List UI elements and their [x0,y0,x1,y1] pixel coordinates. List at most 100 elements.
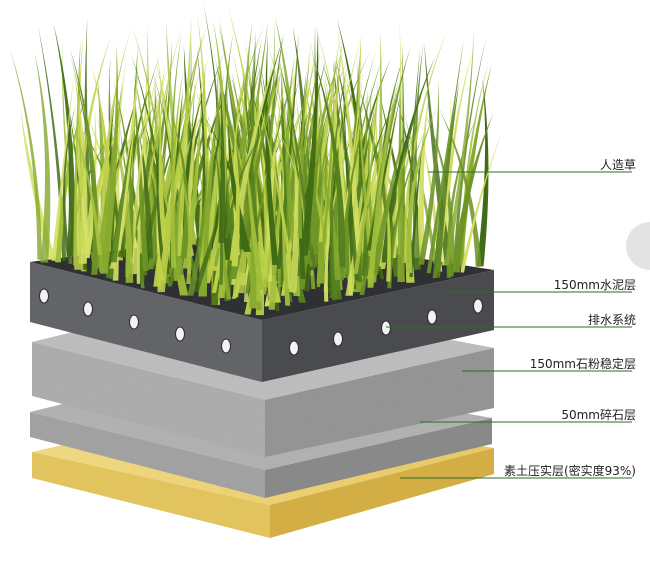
grass-blade [297,53,311,239]
grass-blade [341,127,362,250]
grass-blade [153,105,207,287]
grass-blade [370,128,405,275]
grass-blade [409,131,424,278]
grass-blade [300,28,319,256]
grass-blade [476,79,489,267]
grass-blade [74,35,112,270]
drainage-holes [39,288,483,356]
grass-blade [446,115,478,278]
grass-blade [324,157,346,302]
grass-blade [310,98,332,245]
grass-blade [9,48,43,260]
grass-blade [343,65,357,289]
grass-blade [379,146,391,282]
grass-blade [62,103,77,260]
grass-blade [313,58,346,268]
grass-blade [351,72,383,257]
grass-blade [244,138,265,291]
grass-blade [182,103,202,269]
grass-blade [218,82,226,243]
grass-blade [174,152,225,280]
grass-blade [281,104,287,254]
drainage-hole [221,338,231,354]
grass-blade [248,109,286,288]
grass-blade [53,23,76,257]
grass-blade [277,144,297,303]
grass-blade [255,87,297,294]
label-cement: 150mm水泥层 [553,278,636,292]
grass-blade [211,121,224,285]
grass-blade [397,78,405,283]
drainage-hole [427,309,437,325]
grass-blade [358,132,369,276]
grass-blade [156,134,167,273]
grass-blade [173,17,192,257]
grass-blade [387,129,426,289]
grass-blade [158,100,168,249]
drainage-hole [289,340,299,356]
grass-blade [231,132,240,267]
grass-blade [183,44,209,270]
grass-blade [367,77,400,288]
grass-blade [110,130,134,263]
grass-blade [432,80,460,278]
grass-blade [268,139,290,310]
grass-blade [367,81,377,264]
grass-blade [236,55,288,294]
grass-blade [170,113,189,259]
grass-blade [99,44,119,274]
drainage-hole [381,320,391,336]
grass-blade [69,48,99,275]
leader-lines [386,171,632,479]
label-turf: 人造草 [599,158,636,172]
grass-blade [212,65,219,239]
grass-blade [224,117,272,238]
grass-blade [316,52,335,288]
grass-blade [452,113,494,273]
label-stone-powder: 150mm石粉稳定层 [529,357,636,371]
grass-blade [460,130,503,273]
grass-blade [173,148,192,284]
grass-blade [328,107,345,294]
grass-blade [73,37,81,266]
label-gravel: 50mm碎石层 [561,408,636,422]
grass-blade [438,107,482,267]
label-drainage: 排水系统 [587,313,636,327]
grass-blade [309,139,322,267]
grass-blade [73,69,88,264]
grass-blade [170,68,184,268]
grass-blade [229,47,281,261]
grass-blade [133,81,149,271]
grass-blade [381,94,423,263]
grass-blade [281,176,291,306]
grass-blade [157,67,201,293]
grass-blade [198,72,225,297]
grass-blade [334,59,359,281]
grass-blade [187,157,208,296]
grass-blade [417,94,429,258]
grass-blade [329,61,349,301]
grass-blade [336,24,361,256]
drainage-hole [129,314,139,330]
drainage-hole [333,331,343,347]
drainage-hole [39,288,49,304]
grass-blade [173,155,187,281]
grass-blade [34,51,51,263]
grass-blade [303,155,347,292]
turf-layer [9,3,503,316]
label-soil: 素土压实层(密实度93%) [503,464,636,478]
grass-blade [139,133,153,259]
drainage-hole [83,301,93,317]
grass-blade [69,112,102,256]
grass-blade [406,106,438,273]
grass-blade [253,86,268,278]
drainage-hole [473,298,483,314]
grass-blade [51,73,75,261]
grass-blade [265,34,279,265]
drainage-hole [175,326,185,342]
grass-blade [198,105,222,283]
grass-blade [110,115,134,283]
grass-blade [228,119,252,252]
